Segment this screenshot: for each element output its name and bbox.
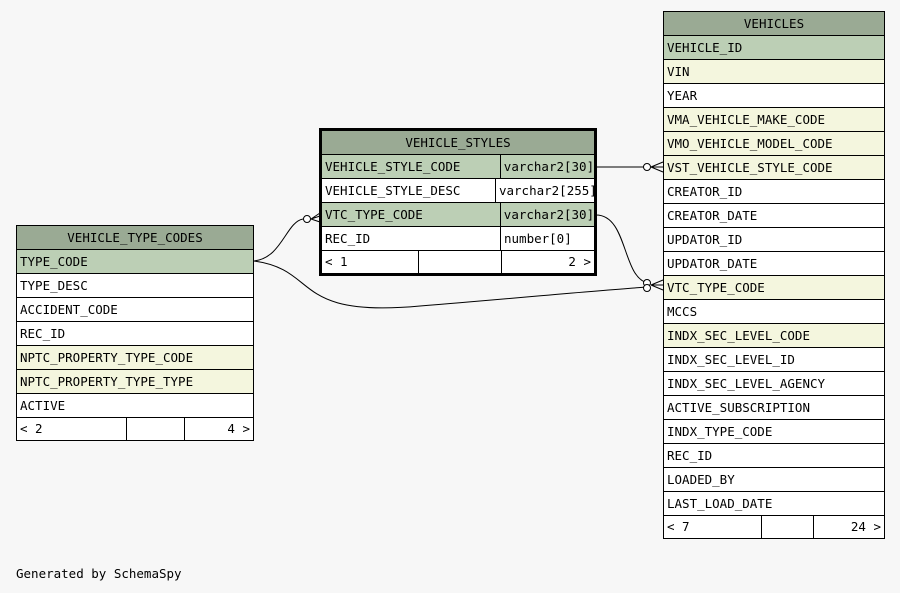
parents-count[interactable]: < 1: [325, 254, 348, 269]
rel-type-code-styles-crowfoot: [310, 212, 321, 223]
column-name: VEHICLE_STYLE_CODE: [325, 159, 461, 174]
table-row[interactable]: VMO_VEHICLE_MODEL_CODE: [664, 132, 884, 156]
column-name: NPTC_PROPERTY_TYPE_CODE: [20, 350, 194, 365]
column-name: CREATOR_DATE: [667, 208, 758, 223]
table-vehicle-styles[interactable]: VEHICLE_STYLES VEHICLE_STYLE_CODE varcha…: [319, 128, 597, 276]
table-vehicles[interactable]: VEHICLES VEHICLE_ID VIN YEAR VMA_VEHICLE…: [663, 11, 885, 539]
column-type: varchar2[30]: [499, 203, 594, 226]
column-name: ACTIVE_SUBSCRIPTION: [667, 400, 810, 415]
column-name: LOADED_BY: [667, 472, 735, 487]
table-vehicle-type-codes[interactable]: VEHICLE_TYPE_CODES TYPE_CODE TYPE_DESC A…: [16, 225, 254, 441]
column-name: UPDATOR_ID: [667, 232, 743, 247]
column-name: ACCIDENT_CODE: [20, 302, 118, 317]
column-name: NPTC_PROPERTY_TYPE_TYPE: [20, 374, 194, 389]
table-row[interactable]: ACTIVE_SUBSCRIPTION: [664, 396, 884, 420]
children-count[interactable]: 4 >: [184, 418, 253, 440]
footer-spacer: [418, 251, 501, 273]
table-row[interactable]: UPDATOR_DATE: [664, 252, 884, 276]
column-name: TYPE_CODE: [20, 254, 88, 269]
table-row[interactable]: REC_ID: [664, 444, 884, 468]
rel-style-code-crowfoot: [650, 161, 664, 173]
table-row[interactable]: ACCIDENT_CODE: [17, 298, 253, 322]
table-row[interactable]: VIN: [664, 60, 884, 84]
table-row[interactable]: REC_ID: [17, 322, 253, 346]
children-count[interactable]: 24 >: [813, 516, 884, 538]
table-row[interactable]: NPTC_PROPERTY_TYPE_CODE: [17, 346, 253, 370]
footer-spacer: [761, 516, 813, 538]
table-row[interactable]: VTC_TYPE_CODE: [664, 276, 884, 300]
column-name: INDX_SEC_LEVEL_CODE: [667, 328, 810, 343]
rel-vtc-crowfoot: [650, 279, 664, 291]
table-title: VEHICLES: [664, 12, 884, 36]
table-footer: < 2 4 >: [17, 418, 253, 440]
column-name: INDX_SEC_LEVEL_ID: [667, 352, 795, 367]
table-title: VEHICLE_TYPE_CODES: [17, 226, 253, 250]
column-name: LAST_LOAD_DATE: [667, 496, 773, 511]
column-type: varchar2[30]: [499, 155, 594, 178]
table-row[interactable]: INDX_SEC_LEVEL_CODE: [664, 324, 884, 348]
column-name: YEAR: [667, 88, 698, 103]
table-row[interactable]: INDX_SEC_LEVEL_ID: [664, 348, 884, 372]
table-row[interactable]: VEHICLE_STYLE_DESC varchar2[255]: [322, 179, 594, 203]
table-row[interactable]: CREATOR_DATE: [664, 204, 884, 228]
column-type: varchar2[255]: [494, 179, 594, 202]
column-name: VMO_VEHICLE_MODEL_CODE: [667, 136, 833, 151]
table-footer: < 7 24 >: [664, 516, 884, 538]
column-name: VST_VEHICLE_STYLE_CODE: [667, 160, 833, 175]
column-name: INDX_TYPE_CODE: [667, 424, 773, 439]
column-name: VTC_TYPE_CODE: [667, 280, 765, 295]
rel-type-code-vehicles-line: [253, 260, 649, 309]
table-row[interactable]: INDX_TYPE_CODE: [664, 420, 884, 444]
column-name: VTC_TYPE_CODE: [325, 207, 423, 222]
column-name: REC_ID: [20, 326, 66, 341]
table-title: VEHICLE_STYLES: [322, 131, 594, 155]
table-row[interactable]: VTC_TYPE_CODE varchar2[30]: [322, 203, 594, 227]
table-row[interactable]: ACTIVE: [17, 394, 253, 418]
table-row[interactable]: NPTC_PROPERTY_TYPE_TYPE: [17, 370, 253, 394]
table-row[interactable]: TYPE_CODE: [17, 250, 253, 274]
table-row[interactable]: UPDATOR_ID: [664, 228, 884, 252]
column-name: REC_ID: [325, 231, 371, 246]
table-row[interactable]: VEHICLE_ID: [664, 36, 884, 60]
column-name: ACTIVE: [20, 398, 66, 413]
column-type: number[0]: [500, 227, 572, 250]
table-row[interactable]: CREATOR_ID: [664, 180, 884, 204]
table-row[interactable]: MCCS: [664, 300, 884, 324]
rel-styles-vtc-vehicles-line: [595, 214, 649, 284]
table-row[interactable]: TYPE_DESC: [17, 274, 253, 298]
column-name: TYPE_DESC: [20, 278, 88, 293]
column-name: UPDATOR_DATE: [667, 256, 758, 271]
table-row[interactable]: INDX_SEC_LEVEL_AGENCY: [664, 372, 884, 396]
column-name: REC_ID: [667, 448, 713, 463]
rel-type-code-styles-line: [253, 218, 304, 262]
table-row[interactable]: LAST_LOAD_DATE: [664, 492, 884, 516]
parents-count[interactable]: < 7: [667, 519, 690, 534]
table-row[interactable]: VEHICLE_STYLE_CODE varchar2[30]: [322, 155, 594, 179]
column-name: CREATOR_ID: [667, 184, 743, 199]
generated-by-note: Generated by SchemaSpy: [16, 566, 182, 581]
rel-type-code-styles-optional-mark: [303, 215, 311, 223]
rel-vtc-optional-mark-2: [643, 284, 651, 292]
table-row[interactable]: LOADED_BY: [664, 468, 884, 492]
table-row[interactable]: REC_ID number[0]: [322, 227, 594, 251]
table-row[interactable]: VST_VEHICLE_STYLE_CODE: [664, 156, 884, 180]
footer-spacer: [126, 418, 184, 440]
column-name: INDX_SEC_LEVEL_AGENCY: [667, 376, 826, 391]
column-name: VIN: [667, 64, 690, 79]
parents-count[interactable]: < 2: [20, 421, 43, 436]
column-name: VMA_VEHICLE_MAKE_CODE: [667, 112, 826, 127]
children-count[interactable]: 2 >: [501, 251, 594, 273]
column-name: VEHICLE_ID: [667, 40, 743, 55]
rel-style-code-optional-mark: [643, 163, 651, 171]
column-name: VEHICLE_STYLE_DESC: [325, 183, 461, 198]
table-row[interactable]: VMA_VEHICLE_MAKE_CODE: [664, 108, 884, 132]
table-footer: < 1 2 >: [322, 251, 594, 273]
column-name: MCCS: [667, 304, 698, 319]
table-row[interactable]: YEAR: [664, 84, 884, 108]
